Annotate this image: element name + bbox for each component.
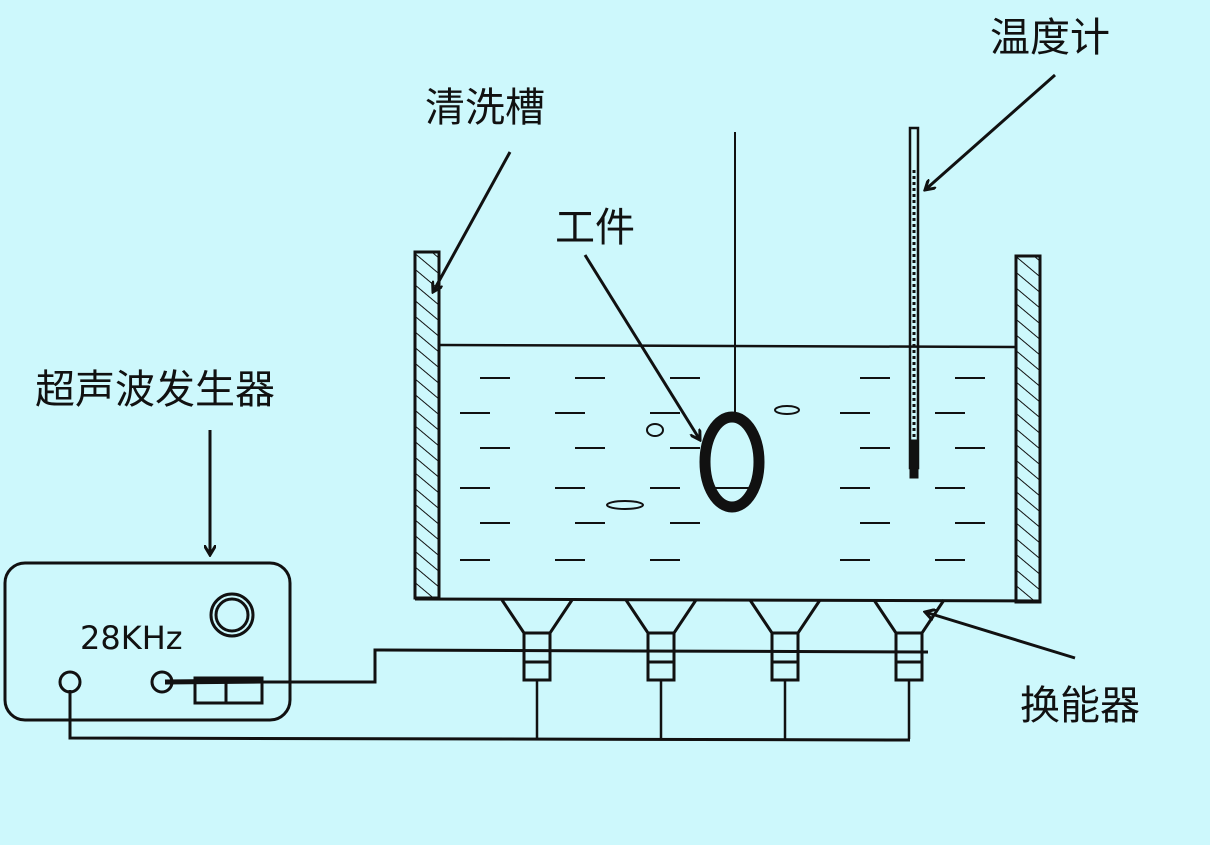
generator-knob xyxy=(209,592,255,638)
ultrasonic-generator xyxy=(3,561,292,722)
frequency-label: 28KHz xyxy=(80,619,183,657)
bubble xyxy=(774,405,800,415)
tank-bottom xyxy=(414,597,1041,603)
connector xyxy=(193,676,264,705)
transducer xyxy=(500,599,574,739)
workpiece-label: 工件 xyxy=(555,205,635,251)
lower-wire xyxy=(68,690,911,742)
transducer-label: 换能器 xyxy=(1020,683,1140,729)
workpiece-arrow xyxy=(583,254,700,440)
transducer xyxy=(748,599,822,739)
tank-right-wall xyxy=(1014,254,1042,604)
thermometer-arrow xyxy=(925,73,1056,190)
tank-label: 清洗槽 xyxy=(425,85,545,131)
bubble xyxy=(606,500,644,510)
bubble xyxy=(646,423,664,437)
generator-label: 超声波发生器 xyxy=(35,367,275,413)
tank-arrow xyxy=(433,151,512,292)
water-surface xyxy=(438,343,1017,349)
upper-wire xyxy=(262,648,929,684)
tank-left-wall xyxy=(413,250,441,600)
water-dashes xyxy=(460,377,985,561)
output-jack xyxy=(58,670,82,694)
transducer xyxy=(624,599,698,739)
transducers xyxy=(500,599,946,739)
transducer xyxy=(872,599,946,739)
thermometer-label: 温度计 xyxy=(990,15,1110,61)
workpiece xyxy=(699,411,765,513)
transducer-arrow xyxy=(925,612,1076,660)
